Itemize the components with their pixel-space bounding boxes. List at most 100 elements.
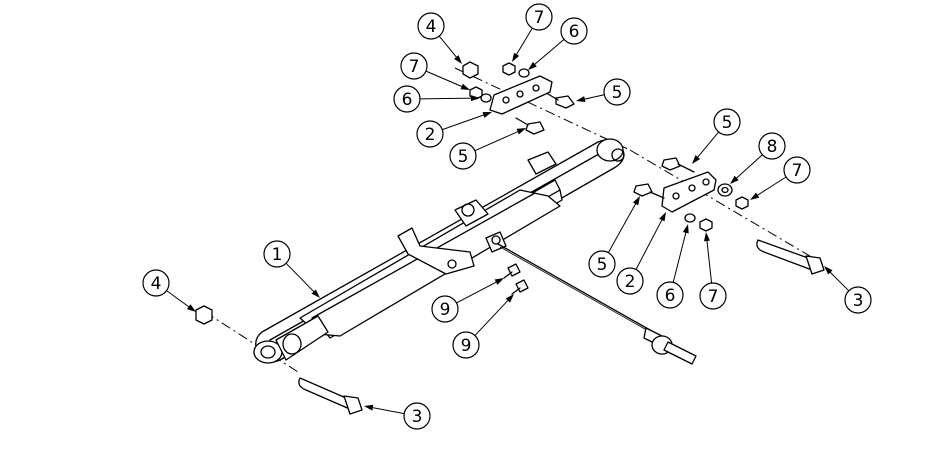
- leader-line: [442, 113, 487, 131]
- leader-line: [672, 229, 688, 283]
- leader-arrowhead: [512, 52, 520, 62]
- leader-line: [514, 27, 533, 58]
- callout-balloon: 2: [416, 120, 444, 148]
- leader-arrowhead: [682, 224, 689, 234]
- leader-arrowhead: [632, 196, 640, 206]
- hex-nut-upper: [462, 61, 479, 79]
- callout-balloon: 2: [616, 267, 644, 295]
- leader-line: [532, 39, 565, 67]
- leader-arrowhead: [460, 83, 470, 90]
- callout-balloon: 7: [525, 3, 553, 31]
- leader-line: [166, 290, 192, 309]
- callout-number: 3: [412, 407, 423, 427]
- callout-balloon: 4: [417, 12, 445, 40]
- leader-line: [425, 70, 465, 89]
- leader-line: [438, 35, 459, 60]
- mount-bracket-upper: [527, 151, 557, 175]
- leader-arrowhead: [494, 278, 504, 285]
- hardware: [195, 61, 825, 415]
- leader-arrowhead: [364, 404, 374, 411]
- callout-balloon: 9: [431, 295, 459, 323]
- leader-arrowhead: [824, 266, 833, 275]
- callout-balloon: 5: [713, 108, 741, 136]
- callout-number: 4: [151, 274, 162, 294]
- callout-number: 9: [461, 336, 472, 356]
- callout-number: 9: [440, 300, 451, 320]
- leader-line: [734, 154, 763, 181]
- leader-line: [754, 176, 787, 198]
- callout-number: 8: [767, 137, 778, 157]
- leader-arrowhead: [528, 61, 537, 70]
- mount-bracket-lower: [397, 227, 475, 275]
- callout-number: 5: [612, 83, 623, 103]
- callout-number: 6: [665, 286, 676, 306]
- leader-arrowhead: [750, 192, 760, 200]
- cable-assembly: [497, 243, 697, 365]
- callout-number: 5: [458, 147, 469, 167]
- leader-line: [607, 200, 638, 253]
- callout-balloon: 9: [452, 331, 480, 359]
- right-mount-plate: [661, 171, 717, 213]
- callout-balloon: 4: [142, 269, 170, 297]
- leader-line: [369, 406, 405, 415]
- leader-line: [827, 269, 850, 292]
- leader-line: [419, 97, 475, 100]
- leader-arrowhead: [692, 155, 701, 164]
- leader-arrowhead: [186, 304, 196, 312]
- leader-line: [706, 237, 713, 284]
- callout-number: 2: [625, 272, 636, 292]
- upper-mount-plate: [489, 75, 553, 115]
- callout-number: 7: [708, 287, 719, 307]
- callout-balloon: 3: [844, 286, 872, 314]
- callout-number: 7: [792, 161, 803, 181]
- callout-balloon: 3: [403, 402, 431, 430]
- leader-line: [474, 298, 511, 336]
- callout-number: 4: [426, 17, 437, 37]
- callout-balloon: 6: [560, 17, 588, 45]
- explode-centerlines: [204, 67, 821, 373]
- leader-arrowhead: [470, 95, 480, 102]
- callout-balloon: 7: [400, 52, 428, 80]
- main-frame-weldment: [253, 138, 625, 364]
- leader-line: [581, 94, 605, 101]
- rear-sleeve: [596, 138, 624, 162]
- callout-balloon: 7: [783, 156, 811, 184]
- hex-nut-lower: [195, 305, 213, 325]
- leader-lines: [166, 27, 850, 415]
- leader-arrowhead: [311, 289, 320, 298]
- callout-number: 5: [597, 255, 608, 275]
- leader-line: [456, 280, 499, 304]
- callout-number: 7: [534, 8, 545, 28]
- callout-number: 5: [722, 113, 733, 133]
- callout-number: 2: [425, 125, 436, 145]
- long-bolt-right: [756, 239, 825, 275]
- callout-balloon: 5: [603, 78, 631, 106]
- callout-balloon: 6: [656, 281, 684, 309]
- callout-number: 3: [853, 291, 864, 311]
- leader-line: [474, 129, 521, 152]
- leader-arrowhead: [516, 128, 526, 135]
- leader-arrowhead: [482, 112, 492, 118]
- callout-balloon: 5: [449, 142, 477, 170]
- long-bolt-lower: [298, 377, 363, 415]
- leader-arrowhead: [576, 96, 586, 103]
- callout-balloon: 6: [393, 85, 421, 113]
- callout-number: 7: [409, 57, 420, 77]
- callout-number: 6: [569, 22, 580, 42]
- leader-line: [695, 131, 720, 160]
- callout-balloon: 8: [758, 132, 786, 160]
- leader-arrowhead: [659, 212, 666, 222]
- callout-balloon: 5: [588, 250, 616, 278]
- leader-arrowhead: [505, 294, 514, 303]
- leader-line: [635, 217, 664, 270]
- leader-arrowhead: [453, 55, 462, 64]
- leader-arrowhead: [730, 175, 739, 184]
- callout-number: 6: [402, 90, 413, 110]
- callout-balloon: 1: [263, 240, 291, 268]
- callout-number: 1: [272, 245, 283, 265]
- leader-line: [285, 262, 317, 295]
- leader-arrowhead: [703, 232, 710, 242]
- callout-balloon: 7: [699, 282, 727, 310]
